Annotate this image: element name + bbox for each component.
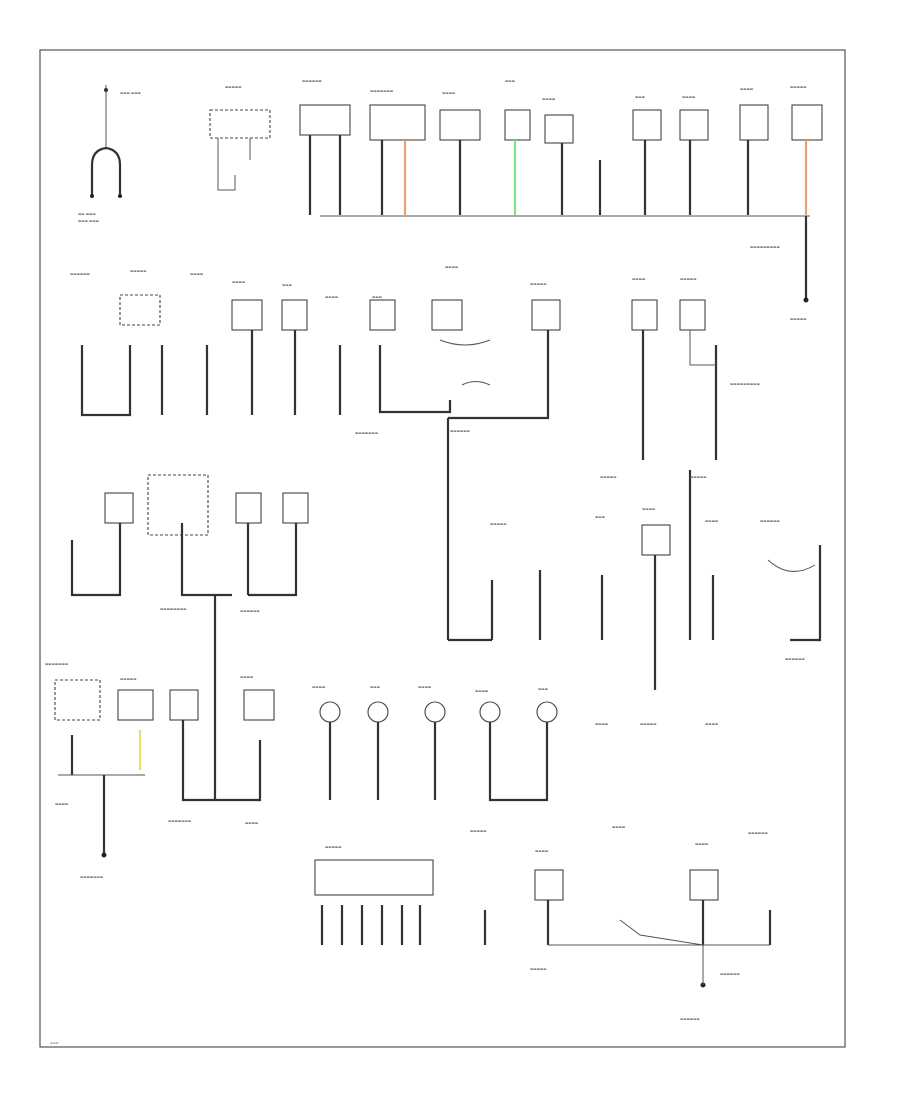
- diagram-border: [39, 49, 846, 1048]
- row-4-components: [54, 679, 558, 858]
- svg-text:▬▬▬▬▬: ▬▬▬▬▬: [530, 967, 547, 971]
- battery-component: ▬▬ ▬▬▬ ▬▬▬ ▬▬▬: [78, 85, 122, 223]
- svg-text:▬▬▬▬: ▬▬▬▬: [240, 675, 253, 679]
- svg-text:▬▬▬▬: ▬▬▬▬: [245, 821, 258, 825]
- row-3-components: [70, 470, 822, 800]
- svg-text:▬▬▬▬▬▬▬: ▬▬▬▬▬▬▬: [45, 662, 68, 666]
- svg-text:▬▬▬▬▬▬: ▬▬▬▬▬▬: [748, 831, 768, 835]
- svg-text:▬▬▬▬: ▬▬▬▬: [705, 519, 718, 523]
- svg-text:▬▬▬▬▬: ▬▬▬▬▬: [680, 277, 697, 281]
- control-module-1: [209, 109, 271, 191]
- svg-text:▬▬▬▬: ▬▬▬▬: [232, 280, 245, 284]
- svg-text:▬▬▬▬▬: ▬▬▬▬▬: [130, 269, 147, 273]
- svg-text:▬▬▬▬: ▬▬▬▬: [418, 685, 431, 689]
- svg-text:▬▬▬▬: ▬▬▬▬: [682, 95, 695, 99]
- svg-text:▬▬▬▬▬▬: ▬▬▬▬▬▬: [785, 657, 805, 661]
- svg-text:▬▬▬: ▬▬▬: [595, 515, 605, 519]
- svg-text:▬▬▬▬▬: ▬▬▬▬▬: [600, 475, 617, 479]
- component-labels: ▬▬▬ ▬▬▬ ▬▬▬▬▬ ▬▬▬▬▬▬ ▬▬▬▬▬▬▬ ▬▬▬▬ ▬▬▬ ▬▬…: [45, 79, 807, 1045]
- svg-text:▬▬▬▬▬▬: ▬▬▬▬▬▬: [760, 519, 780, 523]
- svg-text:▬▬▬: ▬▬▬: [370, 685, 380, 689]
- svg-text:▬▬▬▬▬▬▬▬▬: ▬▬▬▬▬▬▬▬▬: [730, 382, 760, 386]
- svg-text:▬▬▬▬▬▬: ▬▬▬▬▬▬: [240, 609, 260, 613]
- svg-text:▬▬▬▬: ▬▬▬▬: [642, 507, 655, 511]
- svg-text:▬▬▬: ▬▬▬: [505, 79, 515, 83]
- svg-text:▬▬▬▬▬▬: ▬▬▬▬▬▬: [720, 972, 740, 976]
- svg-text:▬▬▬▬▬: ▬▬▬▬▬: [490, 522, 507, 526]
- svg-text:▬▬▬▬▬▬: ▬▬▬▬▬▬: [680, 1017, 700, 1021]
- svg-text:▬▬▬▬▬▬▬▬▬: ▬▬▬▬▬▬▬▬▬: [750, 245, 780, 249]
- svg-text:▬▬ ▬▬▬: ▬▬ ▬▬▬: [78, 212, 96, 216]
- top-bus-modules: [299, 104, 823, 303]
- svg-text:▬▬▬▬: ▬▬▬▬: [55, 802, 68, 806]
- svg-text:▬▬▬▬▬: ▬▬▬▬▬: [225, 85, 242, 89]
- row-5-components: [314, 859, 772, 988]
- svg-text:▬▬▬▬▬: ▬▬▬▬▬: [640, 722, 657, 726]
- svg-text:▬▬▬▬: ▬▬▬▬: [190, 272, 203, 276]
- svg-text:▬▬▬▬▬: ▬▬▬▬▬: [120, 677, 137, 681]
- svg-text:▬▬▬▬: ▬▬▬▬: [740, 87, 753, 91]
- svg-text:▬▬▬▬: ▬▬▬▬: [475, 689, 488, 693]
- svg-text:▬▬▬▬▬: ▬▬▬▬▬: [530, 282, 547, 286]
- svg-text:▬▬▬▬: ▬▬▬▬: [695, 842, 708, 846]
- svg-text:▬▬▬: ▬▬▬: [635, 95, 645, 99]
- svg-text:▬▬▬▬: ▬▬▬▬: [632, 277, 645, 281]
- svg-text:▬▬▬▬▬: ▬▬▬▬▬: [790, 85, 807, 89]
- svg-text:▬▬▬ ▬▬▬: ▬▬▬ ▬▬▬: [78, 219, 99, 223]
- svg-text:▬▬▬▬▬: ▬▬▬▬▬: [690, 475, 707, 479]
- svg-text:▬▬▬: ▬▬▬: [282, 283, 292, 287]
- svg-text:▬▬▬: ▬▬▬: [538, 687, 548, 691]
- svg-text:▬▬▬▬: ▬▬▬▬: [612, 825, 625, 829]
- svg-text:▬▬▬ ▬▬▬: ▬▬▬ ▬▬▬: [120, 91, 141, 95]
- svg-text:▬▬▬▬: ▬▬▬▬: [312, 685, 325, 689]
- svg-text:▬▬▬▬: ▬▬▬▬: [595, 722, 608, 726]
- row-1-components: ▬▬ ▬▬▬ ▬▬▬ ▬▬▬: [78, 85, 823, 303]
- svg-text:▬▬▬▬▬: ▬▬▬▬▬: [790, 317, 807, 321]
- svg-text:▬▬▬▬▬▬▬▬: ▬▬▬▬▬▬▬▬: [160, 607, 186, 611]
- svg-text:▬▬▬▬▬▬▬: ▬▬▬▬▬▬▬: [370, 89, 393, 93]
- svg-text:▬▬▬: ▬▬▬: [50, 1041, 59, 1045]
- row-2-components: [80, 294, 718, 640]
- svg-text:▬▬▬▬: ▬▬▬▬: [535, 849, 548, 853]
- svg-text:▬▬▬▬▬▬: ▬▬▬▬▬▬: [70, 272, 90, 276]
- svg-text:▬▬▬▬: ▬▬▬▬: [325, 295, 338, 299]
- svg-text:▬▬▬▬: ▬▬▬▬: [442, 91, 455, 95]
- svg-text:▬▬▬▬▬▬: ▬▬▬▬▬▬: [302, 79, 322, 83]
- svg-text:▬▬▬▬▬: ▬▬▬▬▬: [325, 845, 342, 849]
- svg-text:▬▬▬▬: ▬▬▬▬: [445, 265, 458, 269]
- svg-text:▬▬▬▬▬▬▬: ▬▬▬▬▬▬▬: [80, 875, 103, 879]
- svg-text:▬▬▬▬▬▬▬: ▬▬▬▬▬▬▬: [168, 819, 191, 823]
- svg-text:▬▬▬▬▬: ▬▬▬▬▬: [470, 829, 487, 833]
- svg-text:▬▬▬: ▬▬▬: [372, 295, 382, 299]
- svg-text:▬▬▬▬▬▬: ▬▬▬▬▬▬: [450, 429, 470, 433]
- svg-text:▬▬▬▬: ▬▬▬▬: [705, 722, 718, 726]
- svg-text:▬▬▬▬: ▬▬▬▬: [542, 97, 555, 101]
- svg-text:▬▬▬▬▬▬▬: ▬▬▬▬▬▬▬: [355, 431, 378, 435]
